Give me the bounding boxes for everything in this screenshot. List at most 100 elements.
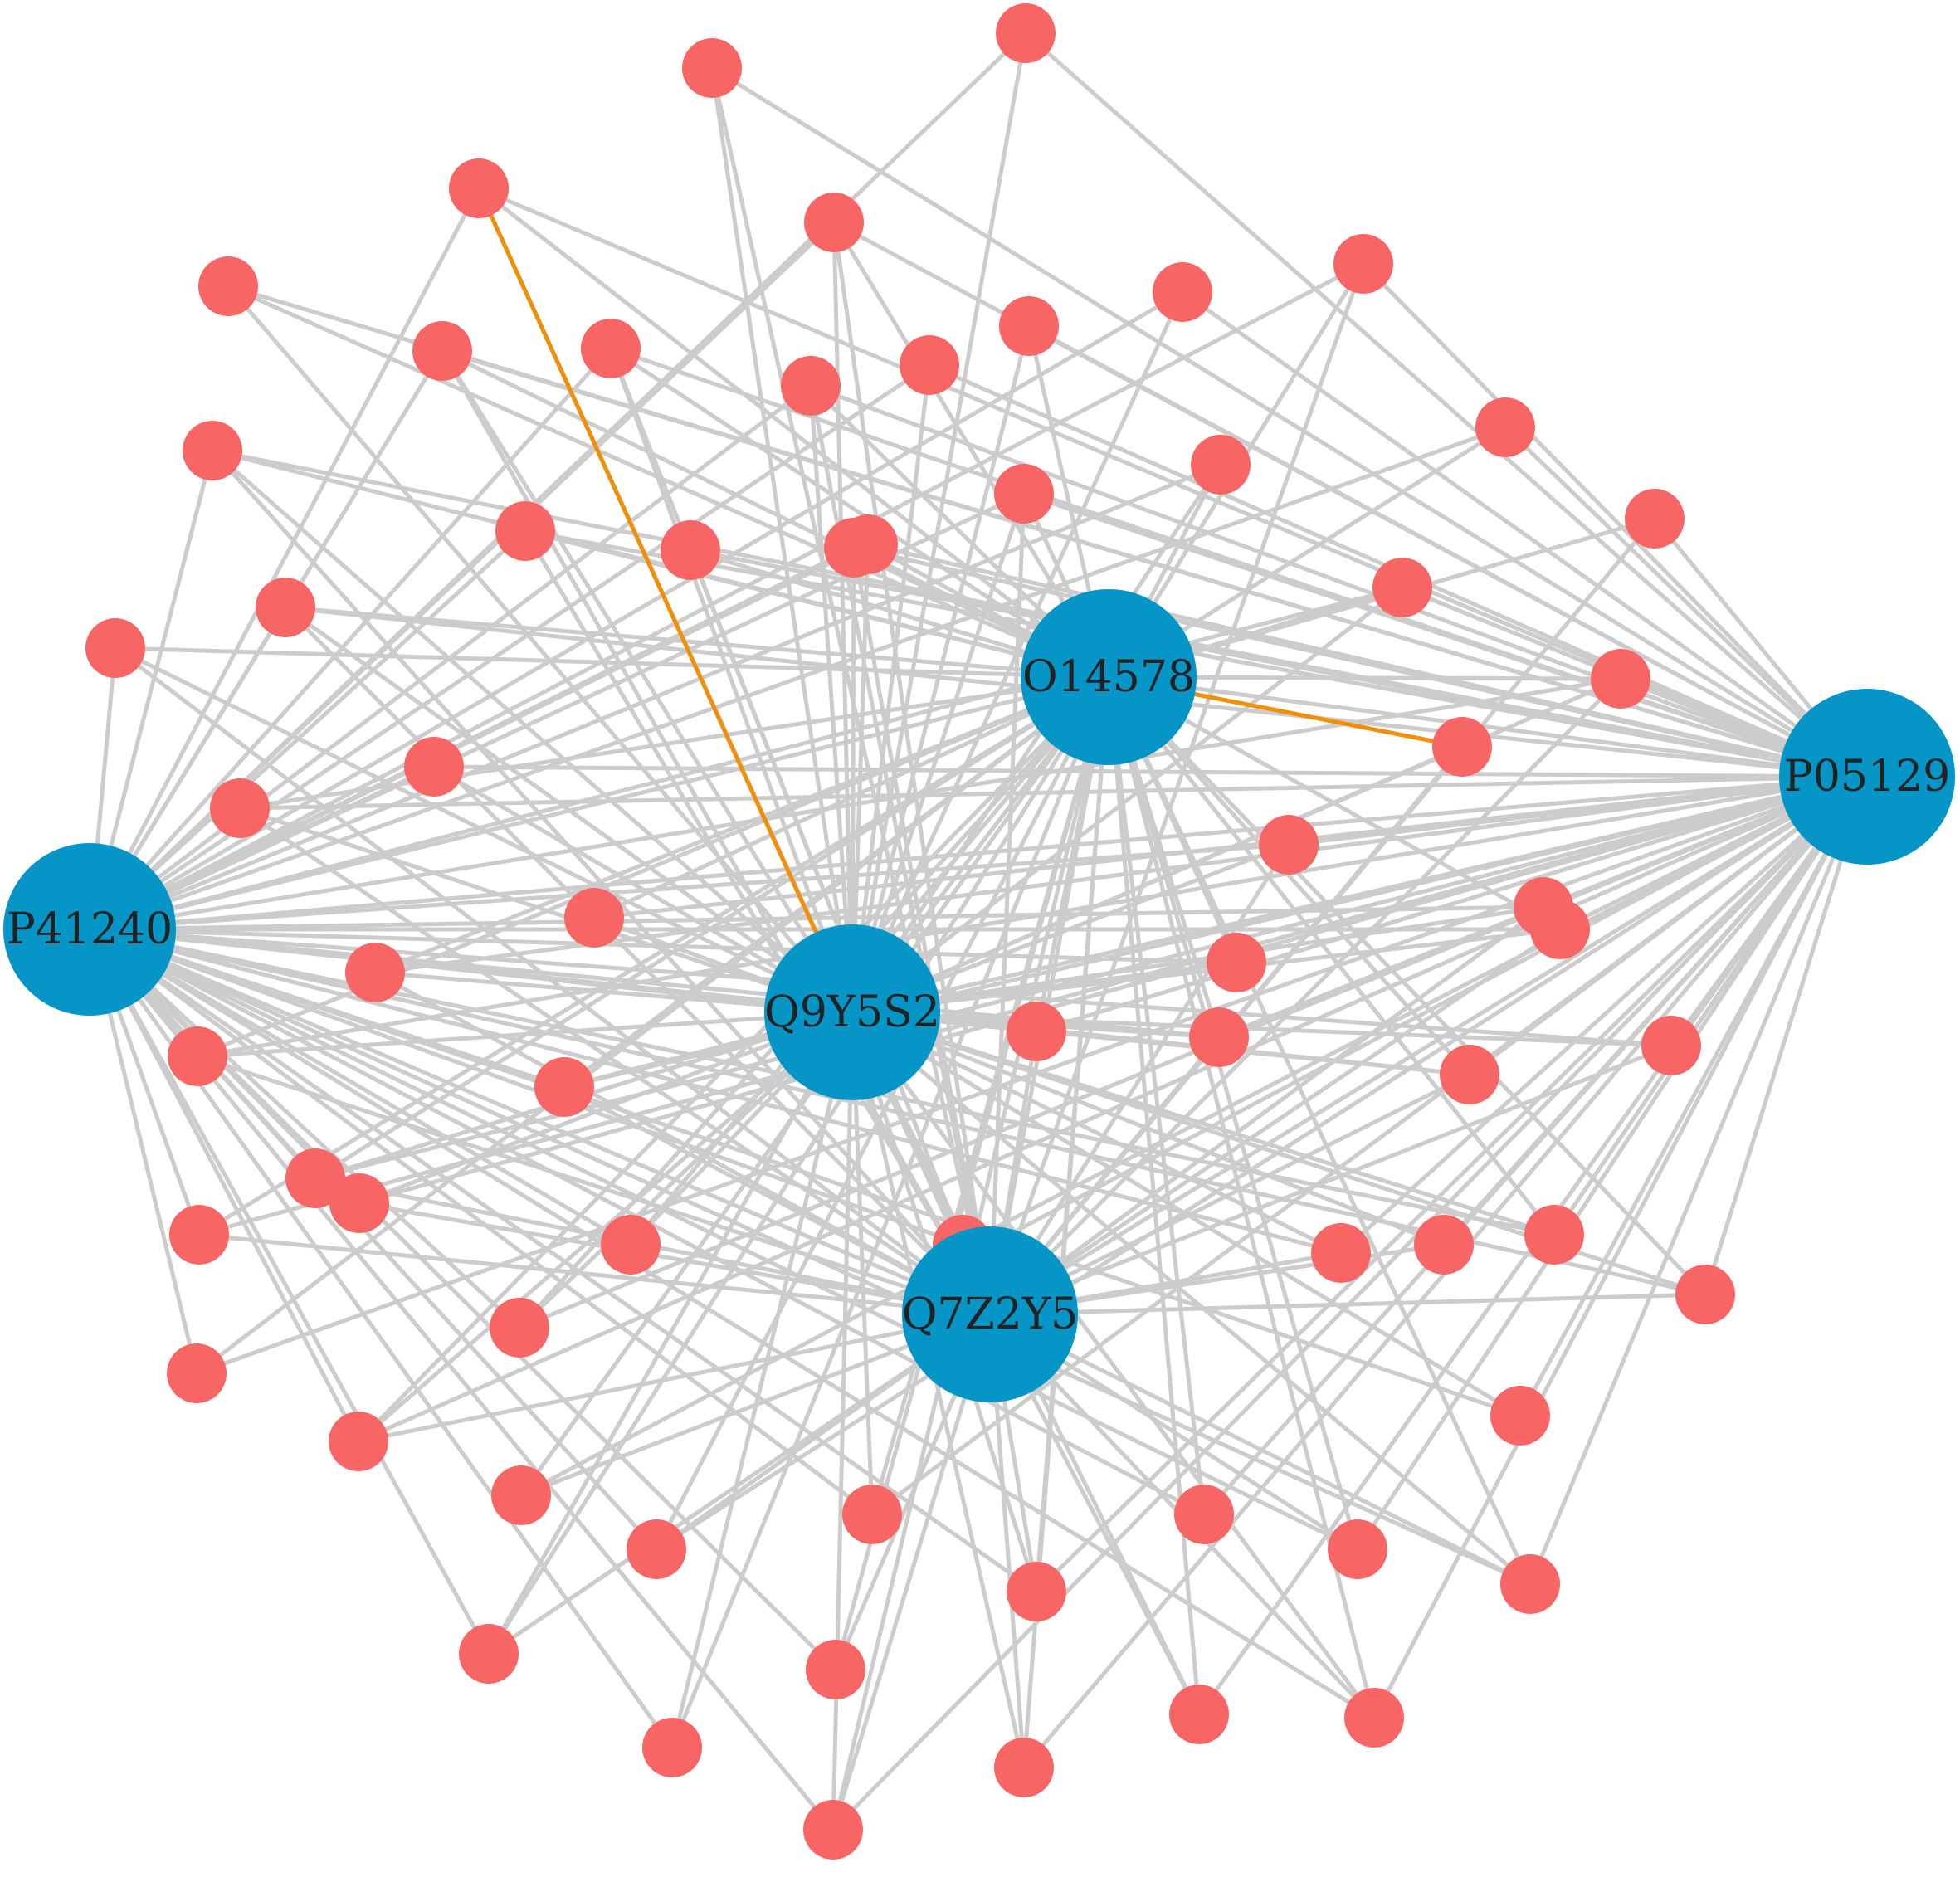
- leaf-node[interactable]: [1169, 1685, 1229, 1744]
- leaf-node-circle: [1169, 1685, 1229, 1744]
- leaf-node-circle: [1641, 1016, 1701, 1075]
- leaf-node[interactable]: [1153, 262, 1212, 322]
- hub-node-q7z2y5[interactable]: Q7Z2Y5: [902, 1226, 1078, 1402]
- leaf-node[interactable]: [996, 3, 1056, 63]
- leaf-node[interactable]: [210, 778, 270, 838]
- leaf-node[interactable]: [1500, 1554, 1560, 1614]
- leaf-node[interactable]: [1333, 234, 1393, 294]
- leaf-node[interactable]: [490, 1298, 549, 1358]
- leaf-node[interactable]: [803, 1800, 863, 1860]
- leaf-node-circle: [85, 618, 145, 678]
- leaf-node-circle: [994, 464, 1054, 524]
- leaf-node[interactable]: [564, 888, 624, 948]
- leaf-node[interactable]: [1328, 1519, 1387, 1579]
- leaf-node-circle: [1007, 1002, 1066, 1061]
- leaf-node[interactable]: [404, 737, 464, 797]
- leaf-node[interactable]: [999, 296, 1059, 356]
- leaf-node[interactable]: [1625, 489, 1685, 549]
- network-edge: [314, 675, 1110, 1181]
- leaf-node[interactable]: [1191, 435, 1251, 495]
- network-edge: [850, 1011, 1377, 1719]
- leaf-node[interactable]: [806, 1640, 865, 1699]
- leaf-node[interactable]: [285, 1148, 345, 1208]
- leaf-node[interactable]: [994, 1738, 1054, 1797]
- leaf-node[interactable]: [1007, 1002, 1066, 1061]
- leaf-node[interactable]: [601, 1215, 661, 1275]
- leaf-node[interactable]: [167, 1343, 227, 1403]
- leaf-node[interactable]: [85, 618, 145, 678]
- leaf-node[interactable]: [168, 1026, 227, 1086]
- network-edge: [670, 1012, 855, 1748]
- leaf-node[interactable]: [1372, 558, 1432, 617]
- network-edge: [195, 675, 1110, 1375]
- leaf-node[interactable]: [1591, 649, 1650, 709]
- leaf-node[interactable]: [1259, 815, 1319, 875]
- network-edge: [1106, 676, 1202, 1715]
- leaf-node[interactable]: [1675, 1265, 1735, 1324]
- leaf-node[interactable]: [412, 321, 472, 381]
- network-edge: [87, 187, 481, 931]
- leaf-node-circle: [564, 888, 624, 948]
- network-edge: [358, 1010, 853, 1206]
- leaf-node[interactable]: [495, 501, 555, 561]
- hub-node-p41240[interactable]: P41240: [3, 843, 176, 1016]
- network-edge: [285, 605, 1109, 680]
- leaf-node[interactable]: [661, 520, 720, 580]
- leaf-node[interactable]: [329, 1412, 388, 1471]
- leaf-node[interactable]: [329, 1173, 389, 1233]
- leaf-node-circle: [183, 421, 242, 480]
- leaf-node[interactable]: [449, 158, 509, 218]
- leaf-node[interactable]: [1414, 1215, 1474, 1275]
- leaf-node[interactable]: [1344, 1688, 1404, 1748]
- leaf-node[interactable]: [345, 943, 405, 1002]
- leaf-node[interactable]: [1641, 1016, 1701, 1075]
- leaf-node[interactable]: [838, 514, 898, 574]
- leaf-node[interactable]: [1207, 933, 1266, 992]
- leaf-node[interactable]: [1432, 717, 1492, 777]
- leaf-node[interactable]: [842, 1485, 902, 1544]
- leaf-node[interactable]: [1007, 1562, 1066, 1621]
- hub-node-p05129[interactable]: P05129: [1779, 689, 1955, 865]
- leaf-node[interactable]: [994, 464, 1054, 524]
- leaf-node[interactable]: [627, 1519, 686, 1579]
- leaf-node[interactable]: [1440, 1045, 1499, 1104]
- leaf-node-circle: [169, 1205, 229, 1265]
- leaf-node[interactable]: [1524, 1205, 1584, 1265]
- leaf-node[interactable]: [1189, 1007, 1249, 1067]
- network-edge: [89, 842, 1290, 932]
- leaf-node-circle: [661, 520, 720, 580]
- leaf-node[interactable]: [198, 256, 258, 316]
- leaf-node[interactable]: [459, 1624, 519, 1684]
- leaf-node[interactable]: [256, 578, 315, 637]
- leaf-node[interactable]: [781, 356, 841, 416]
- hub-node-circle: [1021, 589, 1197, 765]
- hub-node-label: P41240: [7, 904, 173, 954]
- leaf-node[interactable]: [169, 1205, 229, 1265]
- hub-node-q9y5s2[interactable]: Q9Y5S2: [764, 924, 940, 1100]
- leaf-node[interactable]: [1530, 900, 1590, 959]
- leaf-node[interactable]: [183, 421, 242, 480]
- leaf-node-circle: [167, 1343, 227, 1403]
- leaf-node[interactable]: [804, 193, 864, 252]
- leaf-node-circle: [900, 335, 959, 395]
- leaf-node[interactable]: [1174, 1485, 1234, 1544]
- leaf-node[interactable]: [682, 38, 742, 98]
- network-edge: [196, 774, 1868, 1376]
- leaf-node-circle: [1625, 489, 1685, 549]
- network-edge: [88, 347, 612, 931]
- network-edge: [851, 1010, 1522, 1418]
- network-edge: [831, 1314, 992, 1831]
- leaf-node[interactable]: [491, 1465, 551, 1525]
- leaf-node[interactable]: [1475, 397, 1535, 457]
- leaf-node[interactable]: [642, 1718, 702, 1777]
- leaf-node[interactable]: [534, 1057, 594, 1117]
- leaf-node[interactable]: [581, 319, 641, 378]
- hub-node-circle: [764, 924, 940, 1100]
- network-edge: [988, 1072, 1471, 1317]
- leaf-node-circle: [1432, 717, 1492, 777]
- hub-node-o14578[interactable]: O14578: [1021, 589, 1197, 765]
- leaf-node[interactable]: [900, 335, 959, 395]
- leaf-node[interactable]: [1311, 1223, 1371, 1283]
- network-edge: [197, 675, 1110, 1237]
- leaf-node[interactable]: [1490, 1386, 1550, 1446]
